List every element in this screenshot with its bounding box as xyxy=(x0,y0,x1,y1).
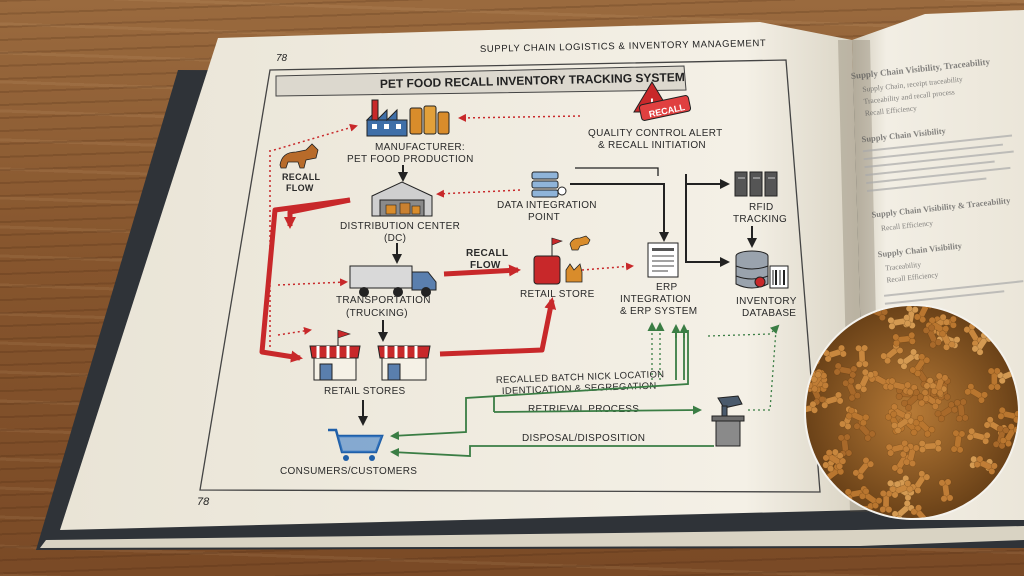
green-flow-arrows xyxy=(390,324,714,457)
right-bullet-5: Traceability xyxy=(885,260,922,273)
erp-document-icon xyxy=(647,242,679,278)
page-edges xyxy=(40,526,1024,548)
inventory-db-label-2: DATABASE xyxy=(742,308,796,319)
manufacturer-label-1: MANUFACTURER: xyxy=(375,142,465,153)
erp-label-1: ERP xyxy=(656,282,677,293)
transportation-label-2: (TRUCKING) xyxy=(346,308,408,319)
rfid-reader-icon xyxy=(734,171,778,197)
retrieval-label: RETRIEVAL PROCESS xyxy=(528,404,639,415)
page-number-bottom: 78 xyxy=(197,496,210,508)
retail-stores-label: RETAIL STORES xyxy=(324,386,406,397)
recall-flow-mid-2: FLOW xyxy=(470,260,501,271)
manufacturer-label-2: PET FOOD PRODUCTION xyxy=(347,154,474,165)
pet-food-bag-icon xyxy=(533,237,563,285)
recall-warning-icon: ! xyxy=(633,81,692,121)
transportation-label-1: TRANSPORTATION xyxy=(336,295,431,306)
shopping-cart-icon xyxy=(328,428,384,461)
kibble-bowl-photo xyxy=(804,304,1020,520)
barcode-scanner-icon xyxy=(717,395,743,417)
consumers-label: CONSUMERS/CUSTOMERS xyxy=(280,466,417,477)
truck-icon xyxy=(349,265,437,297)
page-number-top: 78 xyxy=(276,53,288,64)
disposal-bin-icon xyxy=(711,415,745,447)
green-dotted-arrows xyxy=(647,322,780,411)
left-page xyxy=(60,22,866,530)
erp-label-2: INTEGRATION xyxy=(620,294,691,305)
diagram-title: PET FOOD RECALL INVENTORY TRACKING SYSTE… xyxy=(380,70,685,91)
recall-flow-mid-1: RECALL xyxy=(466,248,508,259)
small-dog-icon xyxy=(569,235,591,251)
server-stack-icon xyxy=(531,171,567,198)
retail-store-label: RETAIL STORE xyxy=(520,289,595,300)
database-icon xyxy=(735,250,789,289)
dc-label-1: DISTRIBUTION CENTER xyxy=(340,221,460,232)
inventory-db-label-1: INVENTORY xyxy=(736,296,797,307)
red-recall-arrows xyxy=(259,197,557,363)
data-integration-label-2: POINT xyxy=(528,212,560,223)
warehouse-icon xyxy=(371,181,433,217)
factory-icon xyxy=(365,99,450,137)
red-dotted-arrows xyxy=(269,113,634,350)
rfid-label-2: TRACKING xyxy=(733,214,787,225)
data-integration-label-1: DATA INTEGRATION xyxy=(497,200,597,211)
dog-icon xyxy=(279,143,319,169)
cat-icon xyxy=(565,263,583,283)
retail-stores-icon xyxy=(309,329,431,381)
black-flow-arrows xyxy=(358,165,757,426)
qc-alert-label-2: & RECALL INITIATION xyxy=(598,140,706,151)
recall-flow-left-1: RECALL xyxy=(282,172,320,182)
rfid-label-1: RFID xyxy=(749,202,774,213)
dc-label-2: (DC) xyxy=(384,233,406,244)
disposal-label: DISPOSAL/DISPOSITION xyxy=(522,433,645,444)
recall-flow-left-2: FLOW xyxy=(286,183,314,193)
erp-label-3: & ERP SYSTEM xyxy=(620,306,697,317)
diagram-frame xyxy=(199,59,821,493)
qc-alert-label-1: QUALITY CONTROL ALERT xyxy=(588,128,722,139)
